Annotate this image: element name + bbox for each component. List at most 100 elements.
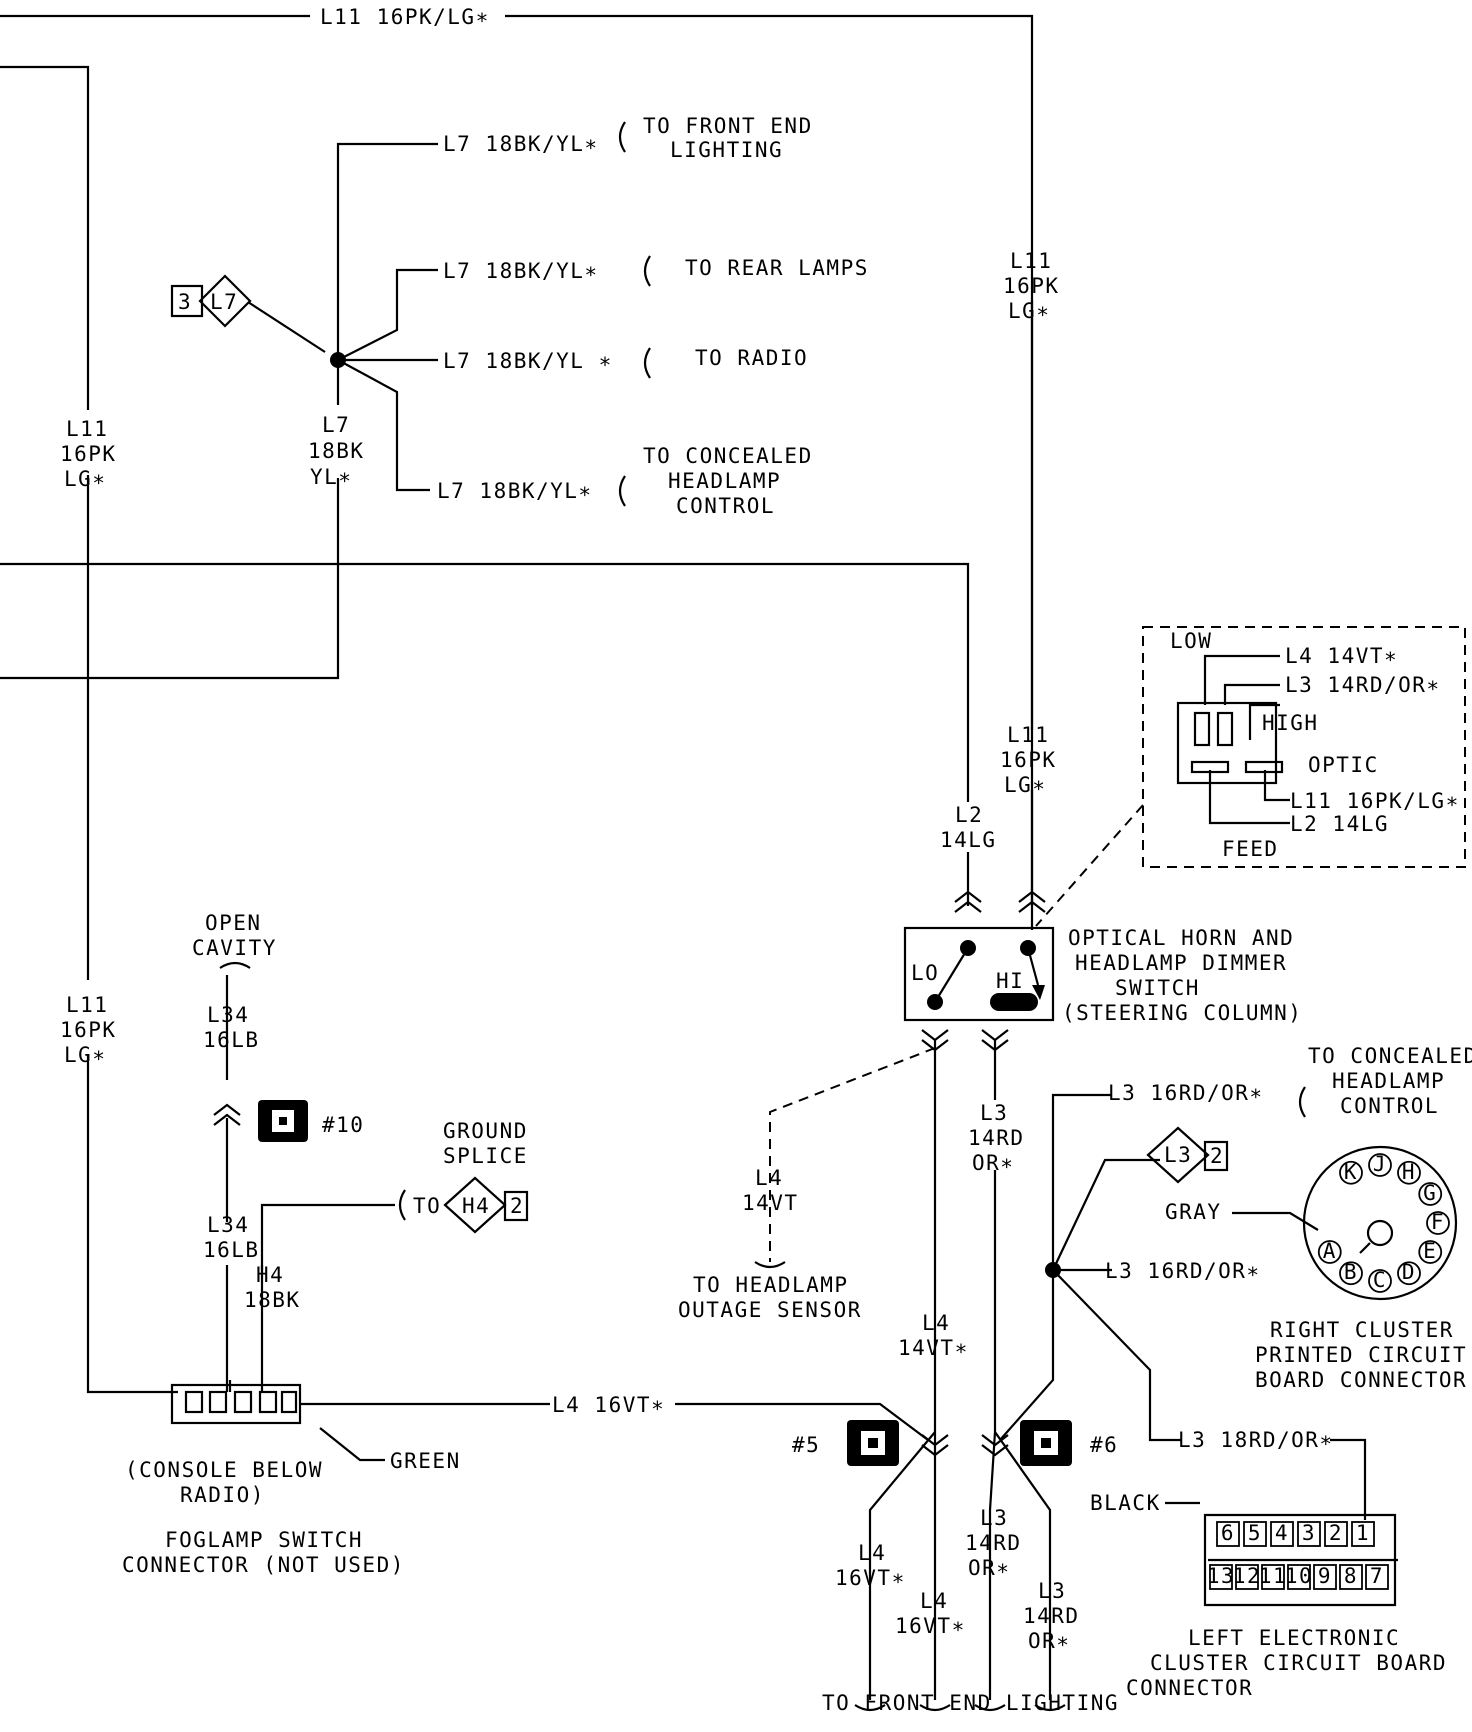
pin-label: 8	[1344, 1564, 1358, 1588]
label-left-cluster-2: CLUSTER CIRCUIT BOARD	[1150, 1651, 1447, 1675]
pin-circle	[1368, 1269, 1392, 1293]
pin-box	[1261, 1564, 1285, 1590]
inline-connector-icons	[258, 1100, 1072, 1466]
label-to-conc-2: HEADLAMP	[668, 469, 781, 493]
pin-box	[1351, 1521, 1375, 1547]
label-l34-b2: 16LB	[203, 1238, 260, 1262]
label-left-cluster-3: CONNECTOR	[1126, 1676, 1253, 1700]
label-l3-splice: L3 16RD/OR∗	[1105, 1259, 1261, 1283]
label-l34-2: 16LB	[203, 1028, 260, 1052]
label-b-l4a-1: L4	[858, 1541, 886, 1565]
label-l3-18rd: L3 18RD/OR∗	[1178, 1428, 1334, 1452]
pin-label: 4	[1275, 1521, 1289, 1545]
label-b-l4b-2: 16VT∗	[895, 1614, 966, 1638]
label-left-cluster-1: LEFT ELECTRONIC	[1188, 1626, 1400, 1650]
label-to-conc-r1: TO CONCEALED	[1308, 1044, 1472, 1068]
label-l7-vert-3: YL∗	[310, 465, 352, 489]
pin-circle	[1339, 1261, 1363, 1286]
pin-label: 2	[1329, 1521, 1343, 1545]
label-l34-1: L34	[207, 1003, 249, 1027]
left-cluster-connector	[1203, 1513, 1398, 1607]
pin-box	[1287, 1564, 1311, 1590]
pin-label: 11	[1259, 1564, 1287, 1588]
label-to-front-end-1: TO FRONT END	[643, 114, 813, 138]
label-right-cluster-3: BOARD CONNECTOR	[1255, 1368, 1467, 1392]
foglamp-connector	[170, 1383, 302, 1425]
inset-switch-schematic	[1176, 701, 1284, 785]
label-b-l3b-3: OR∗	[1028, 1629, 1070, 1653]
label-b-l4a-2: 16VT∗	[835, 1566, 906, 1590]
label-right-cluster-2: PRINTED CIRCUIT	[1255, 1343, 1467, 1367]
pin-box	[1235, 1564, 1259, 1590]
label-to-sensor-1: TO HEADLAMP	[693, 1273, 849, 1297]
label-l11-left-b3: LG∗	[64, 1043, 106, 1067]
label-l7-vert-2: 18BK	[308, 439, 365, 463]
label-ground-2: SPLICE	[443, 1144, 528, 1168]
pin-circle	[1317, 1240, 1342, 1264]
inset-l11: L11 16PK/LG∗	[1290, 789, 1460, 813]
label-b-l4b-1: L4	[920, 1589, 948, 1613]
label-l11-right-b3: LG∗	[1004, 773, 1046, 797]
label-to-front-end-bottom: TO FRONT END LIGHTING	[822, 1691, 1119, 1715]
pin-circle	[1397, 1160, 1421, 1185]
label-l11-left-b2: 16PK	[60, 1018, 117, 1042]
pin-label: G	[1423, 1181, 1437, 1205]
switch-label-2: HEADLAMP DIMMER	[1075, 951, 1287, 975]
pin-circle	[1397, 1261, 1421, 1286]
inset-optic: OPTIC	[1308, 753, 1379, 777]
inset-feed: FEED	[1222, 837, 1279, 861]
inset-l2: L2 14LG	[1290, 812, 1389, 836]
pin-label: 5	[1248, 1521, 1262, 1545]
label-console-1: (CONSOLE BELOW	[125, 1458, 323, 1482]
label-l7-vert-1: L7	[322, 413, 350, 437]
label-b-l3a-1: L3	[980, 1506, 1008, 1530]
label-to-conc-r3: CONTROL	[1340, 1094, 1439, 1118]
switch-label-4: (STEERING COLUMN)	[1062, 1001, 1302, 1025]
label-b-l3a-3: OR∗	[968, 1556, 1010, 1580]
pin-circle	[1339, 1160, 1363, 1185]
wires	[0, 14, 1367, 1700]
label-to-front-end-2: LIGHTING	[670, 138, 783, 162]
label-l4-sensor-1: L4	[755, 1166, 783, 1190]
dashed-lines	[769, 626, 1466, 1262]
pin-box	[1339, 1564, 1363, 1590]
label-black: BLACK	[1090, 1491, 1161, 1515]
inset-l4: L4 14VT∗	[1285, 644, 1398, 668]
label-ground-1: GROUND	[443, 1119, 528, 1143]
connector-arrows	[213, 890, 1046, 1457]
label-l4-mid-1: L4	[922, 1311, 950, 1335]
inset-low: LOW	[1170, 629, 1212, 653]
label-l7-conc: L7 18BK/YL∗	[437, 479, 593, 503]
label-right-cluster-1: RIGHT CLUSTER	[1270, 1318, 1454, 1342]
label-foglamp-2: CONNECTOR (NOT USED)	[122, 1553, 405, 1577]
label-conn5: #5	[792, 1433, 820, 1457]
text-labels: L11 16PK/LG∗ L7 18BK/YL∗ TO FRONT END LI…	[60, 5, 1472, 1715]
label-gray: GRAY	[1165, 1200, 1222, 1224]
label-to-sensor-2: OUTAGE SENSOR	[678, 1298, 862, 1322]
pin-label: 12	[1233, 1564, 1261, 1588]
pin-label: 13	[1207, 1564, 1235, 1588]
label-to-conc-1: TO CONCEALED	[643, 444, 813, 468]
label-h4-2: 18BK	[244, 1288, 301, 1312]
label-top-l11: L11 16PK/LG∗	[320, 5, 490, 29]
splice-nodes	[330, 352, 1061, 1278]
label-to-h4: TO	[413, 1194, 441, 1218]
splice-l7-id: L7	[210, 290, 238, 314]
label-l3-mid-1: L3	[980, 1101, 1008, 1125]
splice-h4-id: H4	[462, 1194, 490, 1218]
pin-box	[1243, 1521, 1267, 1547]
pin-label: 1	[1356, 1521, 1370, 1545]
label-h4-1: H4	[256, 1263, 284, 1287]
switch-hi: HI	[996, 969, 1024, 993]
label-to-conc-3: CONTROL	[676, 494, 775, 518]
label-l11-right-1: L11	[1010, 249, 1052, 273]
label-open-cavity-2: CAVITY	[192, 936, 277, 960]
label-l11-right-b1: L11	[1007, 723, 1049, 747]
pin-label: J	[1373, 1152, 1387, 1176]
pin-label: 3	[1302, 1521, 1316, 1545]
label-l11-left-b1: L11	[66, 993, 108, 1017]
pin-label: E	[1423, 1239, 1437, 1263]
pin-box	[1297, 1521, 1321, 1547]
pin-circle	[1426, 1211, 1450, 1235]
